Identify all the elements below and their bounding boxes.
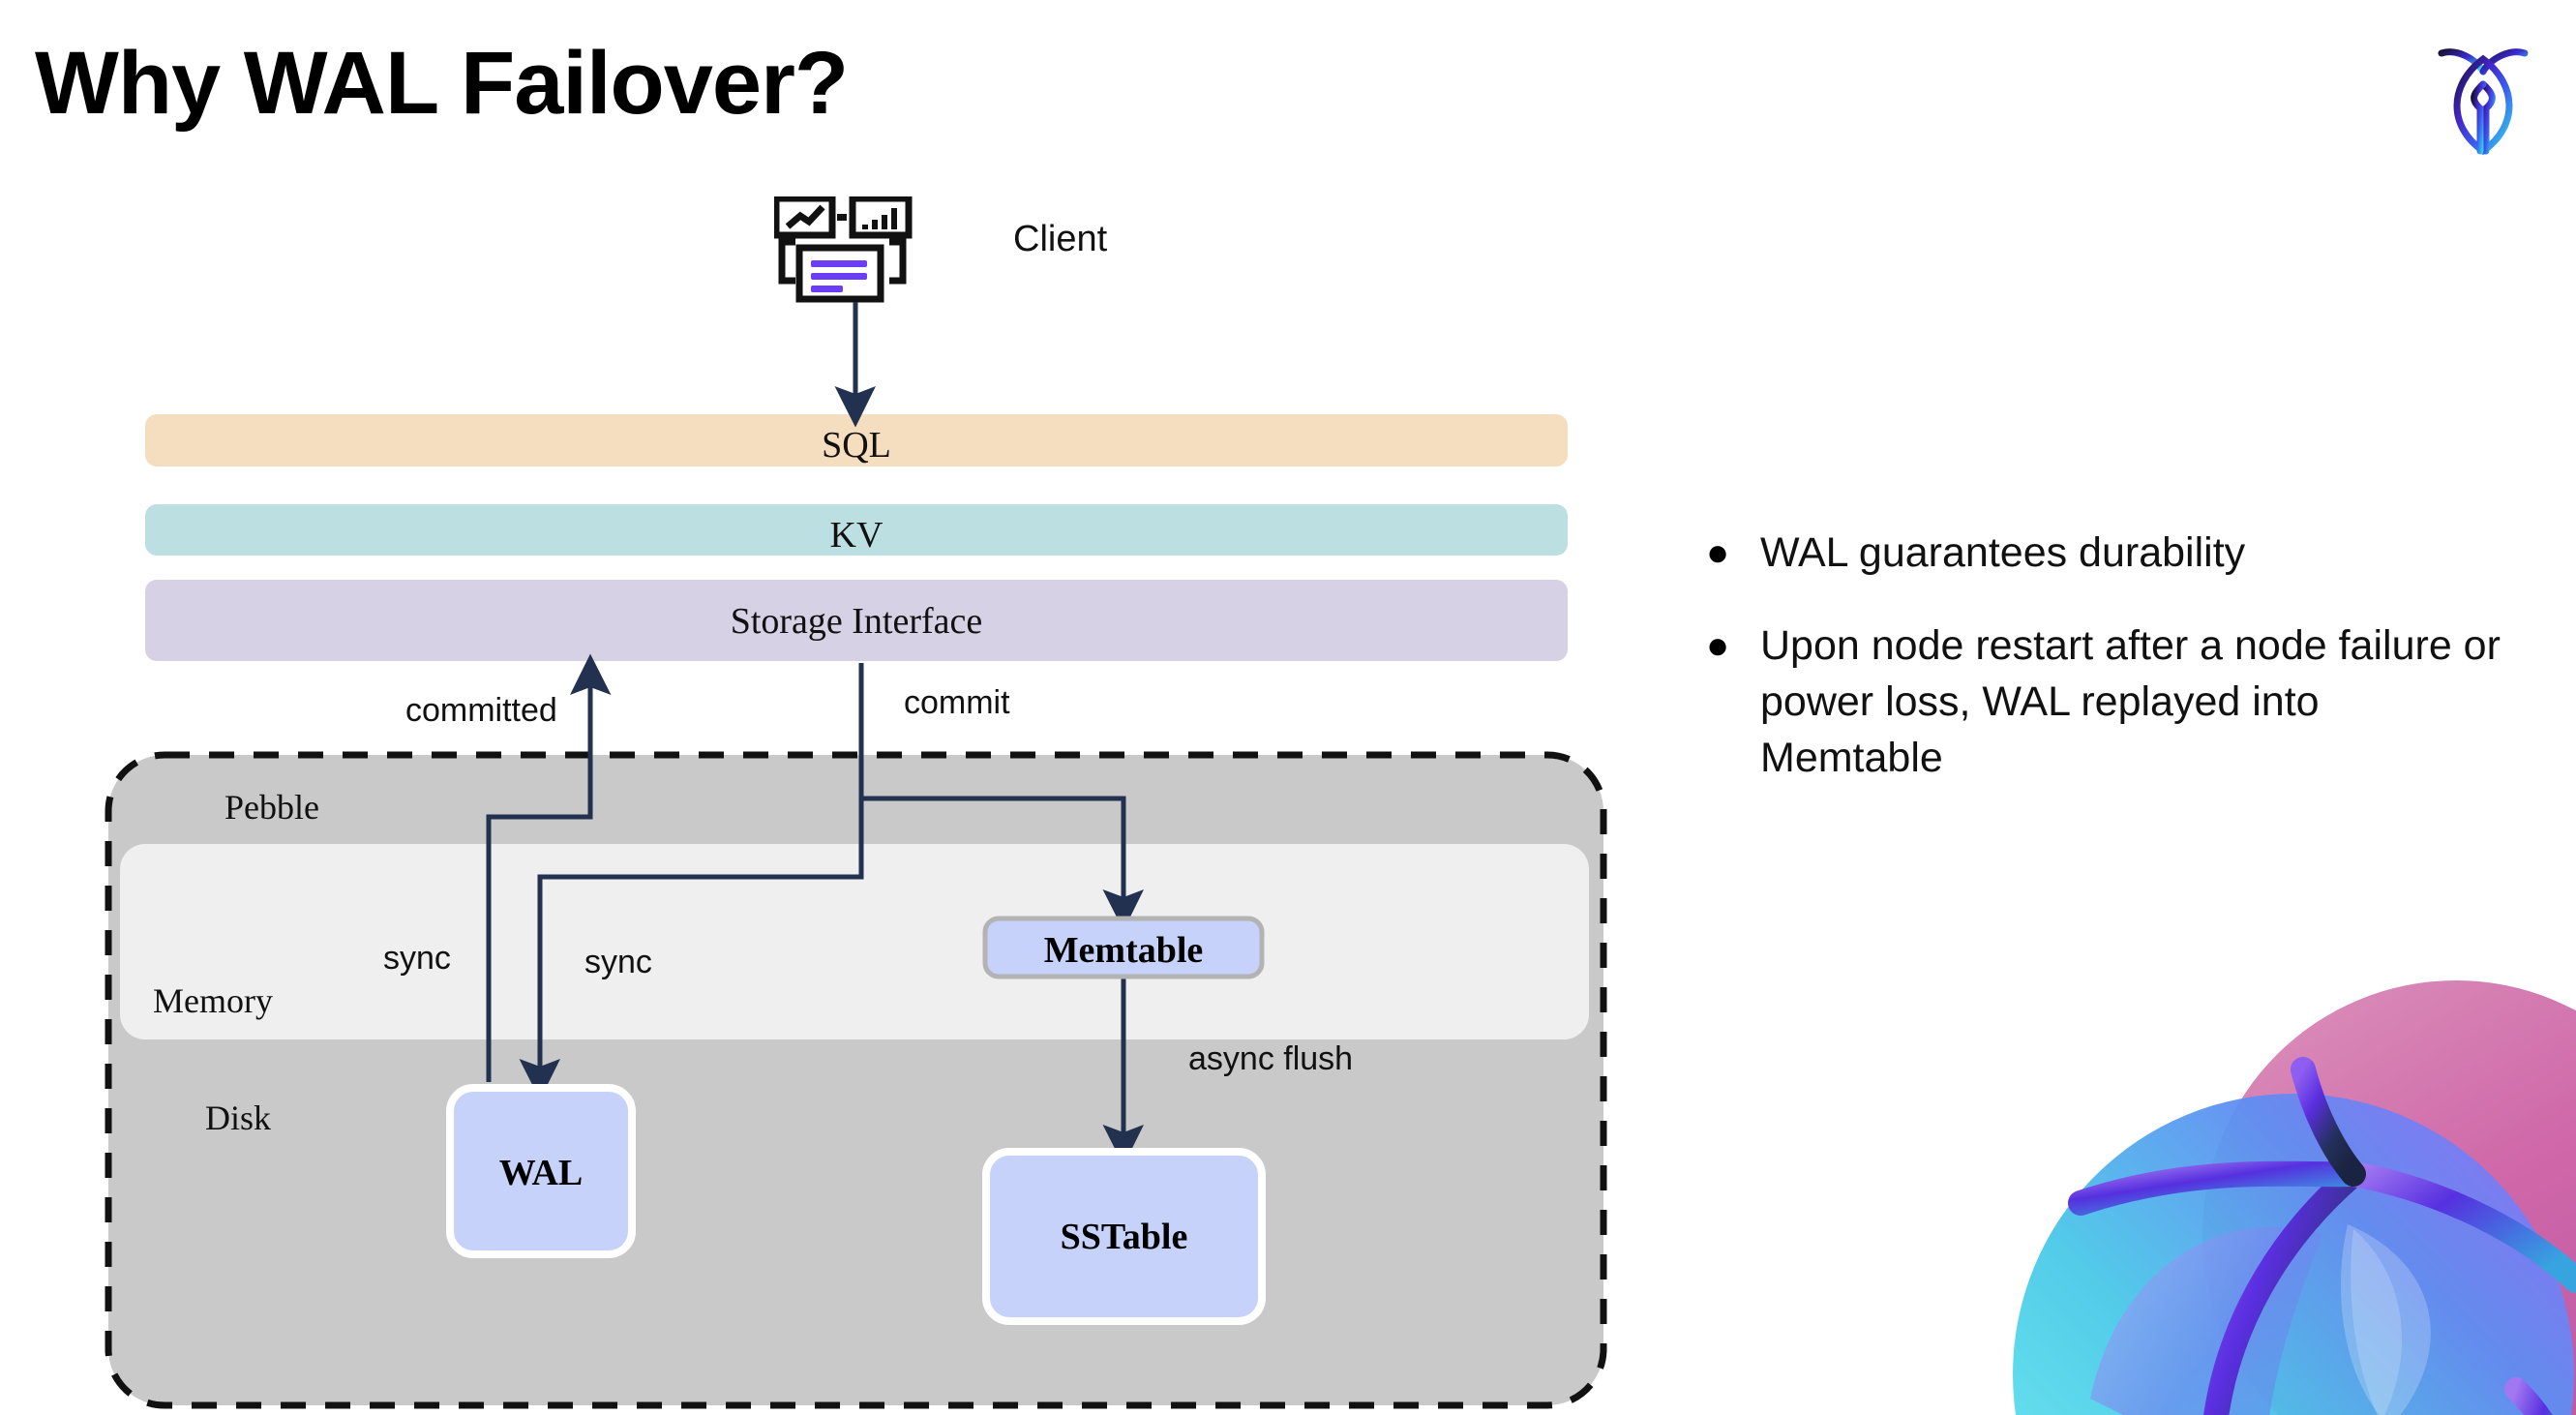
edge-label-commit: commit [904, 684, 1010, 721]
cockroach-watermark [1974, 944, 2576, 1415]
edge-label-committed: committed [405, 692, 557, 729]
bullet-marker: ● [1706, 624, 1730, 668]
bullet-marker: ● [1706, 531, 1730, 574]
node-label-wal: WAL [498, 1153, 584, 1193]
list-item: ● WAL guarantees durability [1698, 525, 2501, 581]
edge-label-async-flush: async flush [1188, 1040, 1354, 1077]
region-label-memory: Memory [153, 981, 273, 1020]
edge-label-sync-2: sync [584, 944, 652, 980]
layer-label-kv: KV [829, 515, 884, 556]
container-label-pebble: Pebble [225, 788, 319, 827]
edge-label-sync-1: sync [383, 940, 451, 977]
node-label-sstable: SSTable [1060, 1217, 1188, 1257]
region-label-disk: Disk [205, 1099, 272, 1137]
bullet-text: WAL guarantees durability [1760, 529, 2246, 576]
layer-label-sql: SQL [822, 425, 891, 466]
bullet-list: ● WAL guarantees durability ● Upon node … [1698, 525, 2501, 823]
layer-label-storage-interface: Storage Interface [730, 601, 983, 642]
client-label: Client [1013, 219, 1108, 259]
bullet-text: Upon node restart after a node failure o… [1760, 622, 2501, 782]
client-dashboard-icon [772, 195, 929, 303]
list-item: ● Upon node restart after a node failure… [1698, 617, 2501, 786]
architecture-diagram [105, 302, 1607, 1409]
page-title: Why WAL Failover? [35, 34, 849, 133]
node-label-memtable: Memtable [1043, 930, 1204, 971]
cockroachdb-logo [2410, 27, 2555, 163]
